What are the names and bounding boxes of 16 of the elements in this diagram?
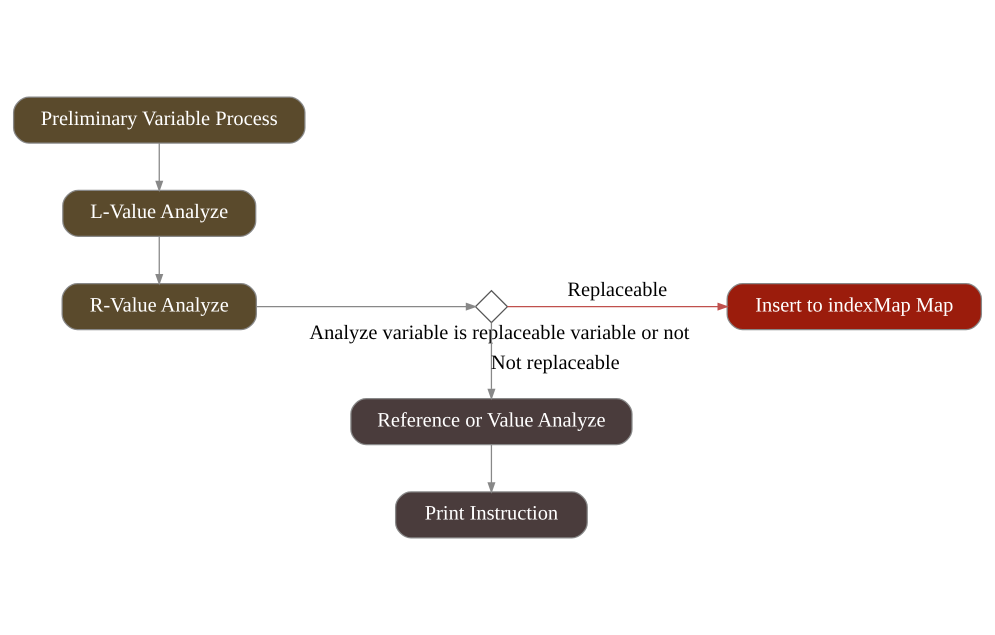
- arrow: [508, 302, 730, 311]
- node-box: Insert to indexMap Map: [726, 283, 982, 330]
- node-label: Analyze variable is replaceable variable or not: [309, 322, 690, 344]
- arrow: [487, 322, 496, 400]
- edge-label: Replaceable: [567, 279, 668, 302]
- arrow: [155, 236, 164, 286]
- node-box: Print Instruction: [394, 491, 588, 539]
- node-box: L-Value Analyze: [62, 190, 256, 237]
- node-box: Reference or Value Analyze: [350, 398, 633, 446]
- node-box: R-Value Analyze: [62, 283, 257, 330]
- edge-label: Not replaceable: [490, 352, 620, 374]
- arrow: [256, 302, 478, 311]
- node-box: Preliminary Variable Process: [12, 96, 306, 144]
- arrow: [487, 444, 496, 494]
- arrow: [155, 143, 164, 192]
- node-diamond: [474, 290, 508, 324]
